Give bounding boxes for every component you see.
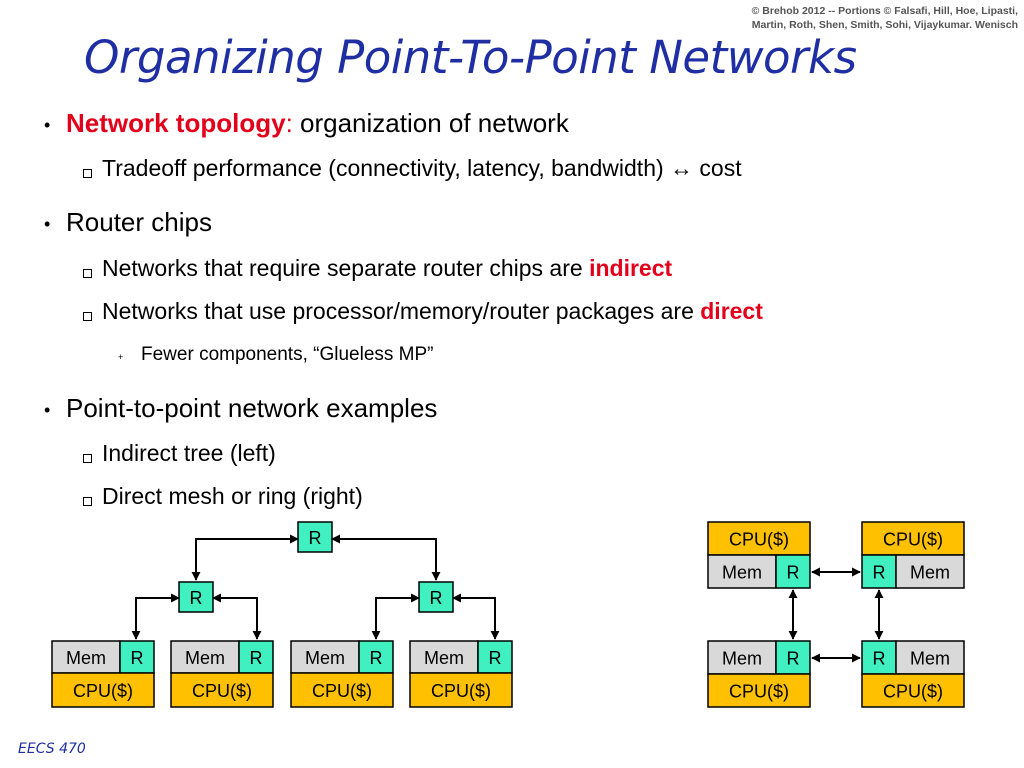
tree-link-root-right: [331, 534, 441, 581]
tree-link-root-left: [191, 534, 299, 581]
copyright-line-1: © Brehob 2012 -- Portions © Falsafi, Hil…: [751, 5, 1018, 17]
tree-left-router-label: R: [190, 588, 203, 608]
tree-leaf-4-cpu-label: CPU($): [431, 681, 491, 701]
bidirectional-arrow-icon: ↔: [670, 155, 694, 181]
tree-leaf-3-mem: [290, 640, 360, 674]
mesh-node-br-router-label: R: [873, 649, 886, 669]
bullet-direct: Networks that use processor/memory/route…: [102, 297, 763, 325]
tree-leaf-1-cpu-label: CPU($): [73, 681, 133, 701]
bullet-dot-icon: •: [44, 115, 51, 135]
tree-right-router: [418, 581, 454, 613]
bullet-dot-icon: •: [44, 214, 51, 234]
tradeoff-cost: cost: [693, 155, 742, 181]
tree-link-left-leaf1: [131, 593, 180, 640]
sub-bullet-square-icon: [83, 169, 92, 178]
tree-leaf-3-mem-label: Mem: [305, 648, 345, 668]
bullet-p2p-examples: Point-to-point network examples: [66, 393, 438, 423]
tree-leaf-4-mem-label: Mem: [424, 648, 464, 668]
mesh-node-br-mem: [895, 640, 965, 675]
slide-title: Organizing Point-To-Point Networks: [84, 31, 857, 84]
mesh-node-tr-mem: [895, 554, 965, 589]
mesh-node-bl-router: [775, 640, 811, 675]
tree-link-right-leaf4: [452, 593, 500, 640]
bullet-router-chips: Router chips: [66, 207, 212, 237]
tree-leaf-1-router: [119, 640, 155, 674]
tree-leaf-2-cpu: [170, 672, 274, 708]
topology-definition: organization of network: [292, 108, 569, 138]
tree-leaf-2-cpu-label: CPU($): [192, 681, 252, 701]
direct-text: Networks that use processor/memory/route…: [102, 298, 701, 324]
tree-leaf-3-cpu: [290, 672, 394, 708]
tree-leaf-4-router-label: R: [489, 648, 502, 668]
term-colon: :: [285, 108, 293, 138]
mesh-node-bl-mem-label: Mem: [722, 649, 762, 669]
mesh-node-bl-router-label: R: [787, 649, 800, 669]
copyright-notice: © Brehob 2012 -- Portions © Falsafi, Hil…: [638, 4, 1018, 32]
sub-bullet-square-icon: [83, 269, 92, 278]
bullet-dot-icon: •: [44, 400, 51, 420]
mesh-node-tr-router: [861, 554, 897, 589]
bullet-tradeoff: Tradeoff performance (connectivity, late…: [102, 154, 742, 182]
tree-leaf-3-router: [358, 640, 394, 674]
bullet-indirect: Networks that require separate router ch…: [102, 254, 672, 282]
mesh-node-br-mem-label: Mem: [910, 649, 950, 669]
mesh-node-bl-cpu-label: CPU($): [729, 682, 789, 702]
sub-bullet-square-icon: [83, 454, 92, 463]
tree-leaf-1-mem-label: Mem: [66, 648, 106, 668]
tree-leaf-1-router-label: R: [131, 648, 144, 668]
sub-bullet-square-icon: [83, 312, 92, 321]
tree-link-right-leaf3: [371, 593, 420, 640]
tree-leaf-2-router: [238, 640, 274, 674]
indirect-text: Networks that require separate router ch…: [102, 255, 590, 281]
mesh-node-br-cpu: [861, 673, 965, 708]
mesh-node-tl-mem-label: Mem: [722, 563, 762, 583]
bullet-indirect-tree: Indirect tree (left): [102, 440, 276, 466]
tree-leaf-3-cpu-label: CPU($): [312, 681, 372, 701]
tradeoff-text: Tradeoff performance (connectivity, late…: [102, 155, 664, 181]
tree-link-left-leaf2: [212, 593, 262, 640]
copyright-line-2: Martin, Roth, Shen, Smith, Sohi, Vijayku…: [751, 19, 1018, 31]
mesh-node-tl-router-label: R: [787, 563, 800, 583]
bullet-network-topology: Network topology: organization of networ…: [66, 108, 569, 138]
tree-root-router-label: R: [309, 528, 322, 548]
mesh-node-tr-router-label: R: [873, 563, 886, 583]
tree-leaf-4-cpu: [409, 672, 513, 708]
tree-right-router-label: R: [430, 588, 443, 608]
keyword-indirect: indirect: [589, 255, 673, 281]
keyword-direct: direct: [700, 298, 763, 324]
sub-sub-bullet-icon: +: [118, 352, 124, 362]
sub-bullet-square-icon: [83, 497, 92, 506]
mesh-node-tr-cpu: [861, 521, 965, 556]
tree-leaf-2-router-label: R: [250, 648, 263, 668]
mesh-node-tl-cpu-label: CPU($): [729, 530, 789, 550]
tree-leaf-3-router-label: R: [370, 648, 383, 668]
bullet-fewer-components: Fewer components, “Glueless MP”: [141, 344, 434, 365]
mesh-node-tr-mem-label: Mem: [910, 563, 950, 583]
term-network-topology: Network topology: [66, 108, 286, 138]
mesh-node-bl-cpu: [707, 673, 811, 708]
mesh-node-br-cpu-label: CPU($): [883, 682, 943, 702]
bullet-direct-mesh: Direct mesh or ring (right): [102, 483, 363, 509]
tree-leaf-2-mem-label: Mem: [185, 648, 225, 668]
tree-leaf-1-cpu: [51, 672, 155, 708]
tree-leaf-4-router: [477, 640, 513, 674]
mesh-node-tl-router: [775, 554, 811, 589]
tree-left-router: [178, 581, 214, 613]
course-label: EECS 470: [18, 741, 86, 757]
mesh-node-tr-cpu-label: CPU($): [883, 530, 943, 550]
